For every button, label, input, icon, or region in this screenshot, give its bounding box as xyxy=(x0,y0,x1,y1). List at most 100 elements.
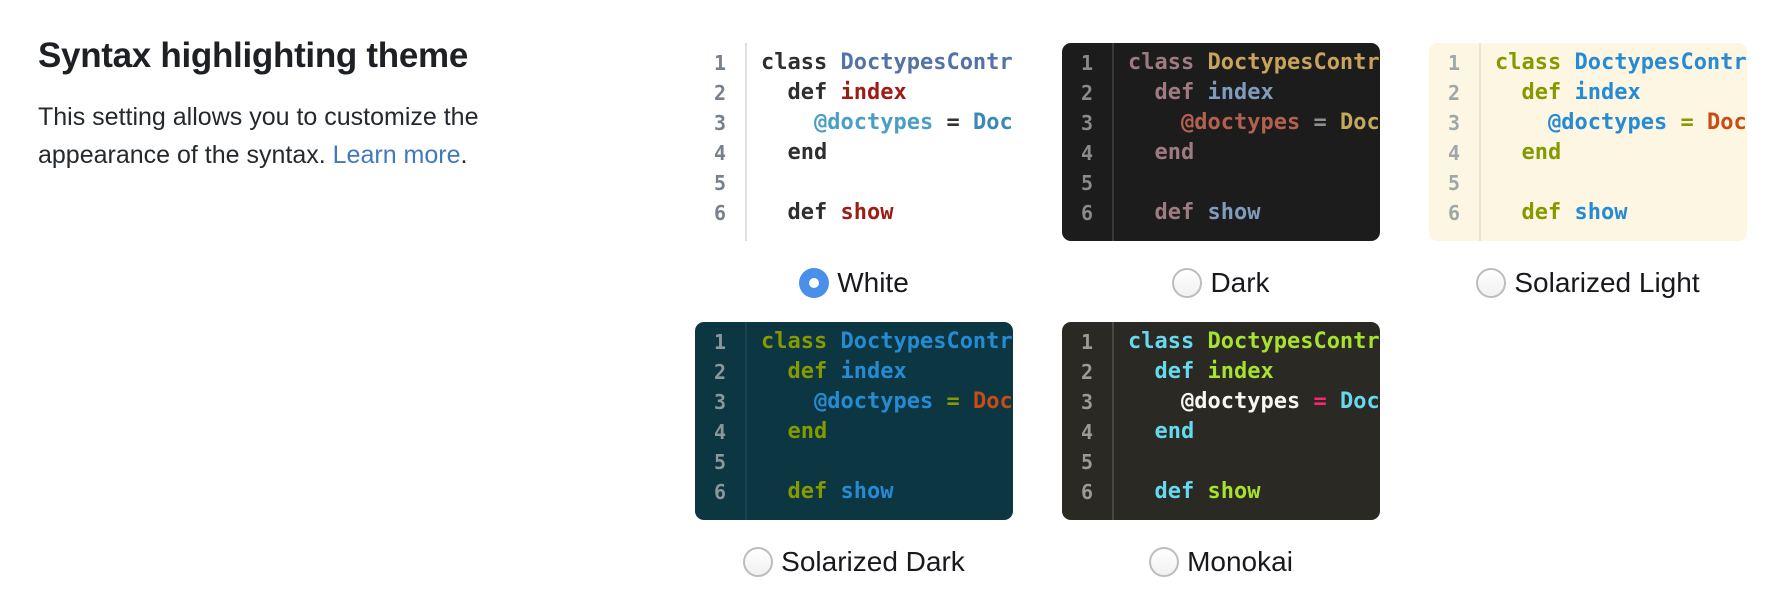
radio-white[interactable] xyxy=(799,268,830,298)
line-number: 4 xyxy=(1080,141,1094,165)
theme-option-monokai[interactable]: Monokai xyxy=(1149,546,1293,578)
code-line: class DoctypesController xyxy=(1128,48,1380,78)
token-classname: DoctypesController xyxy=(1207,329,1380,354)
radio-monokai[interactable] xyxy=(1149,547,1180,577)
token-plain xyxy=(1128,359,1155,384)
token-ivar: @doctypes xyxy=(813,389,934,414)
code-line: @doctypes = Doctype.all xyxy=(1128,108,1380,138)
code-line: @doctypes = Doctype.all xyxy=(1495,108,1747,138)
theme-option-solarized-light[interactable]: Solarized Light xyxy=(1476,267,1700,299)
token-classname: DoctypesController xyxy=(840,329,1013,354)
token-keyword: end xyxy=(1154,419,1195,444)
code-line xyxy=(1128,447,1380,477)
token-method: index xyxy=(840,359,907,384)
theme-option-dark[interactable]: Dark xyxy=(1172,267,1270,299)
code-line: @doctypes = Doctype.all xyxy=(761,108,1013,138)
code-line: class DoctypesController xyxy=(761,48,1013,78)
token-const: Doctype.all xyxy=(972,389,1013,414)
code-line xyxy=(1128,168,1380,198)
line-number: 3 xyxy=(1080,111,1094,135)
radio-solarized-dark[interactable] xyxy=(743,547,774,577)
line-number: 1 xyxy=(1080,330,1094,354)
token-plain xyxy=(1128,80,1155,105)
learn-more-link[interactable]: Learn more xyxy=(332,141,461,169)
token-keyword: class xyxy=(761,50,841,75)
token-plain xyxy=(1300,110,1313,135)
code-line: class DoctypesController xyxy=(761,327,1013,357)
token-plain xyxy=(1128,389,1181,414)
theme-option-solarized-dark[interactable]: Solarized Dark xyxy=(743,546,965,578)
line-number: 2 xyxy=(713,360,727,384)
token-method: show xyxy=(1574,200,1628,225)
token-classname: DoctypesController xyxy=(1574,50,1747,75)
code-line: def index xyxy=(1128,78,1380,108)
token-const: Doctype.all xyxy=(972,110,1013,135)
token-keyword: def xyxy=(1154,359,1208,384)
token-plain xyxy=(761,359,788,384)
token-plain xyxy=(1128,419,1155,444)
token-plain xyxy=(761,200,788,225)
token-keyword: def xyxy=(787,200,841,225)
token-keyword: class xyxy=(761,329,841,354)
token-plain xyxy=(761,110,814,135)
token-method: index xyxy=(1207,80,1274,105)
token-keyword: def xyxy=(1154,80,1208,105)
token-keyword: def xyxy=(1521,200,1575,225)
radio-solarized-light[interactable] xyxy=(1476,268,1507,298)
code-line: def show xyxy=(1495,198,1747,228)
code-line: end xyxy=(1128,138,1380,168)
code-line xyxy=(761,447,1013,477)
token-ivar: @doctypes xyxy=(1180,110,1301,135)
token-const: Doctype.all xyxy=(1339,389,1380,414)
token-plain xyxy=(761,80,788,105)
token-keyword: end xyxy=(787,419,828,444)
code-line: def index xyxy=(1128,357,1380,387)
code-line: def show xyxy=(1128,198,1380,228)
token-keyword: end xyxy=(1154,140,1195,165)
code-line xyxy=(761,168,1013,198)
theme-option-white[interactable]: White xyxy=(799,267,909,299)
code-line: @doctypes = Doctype.all xyxy=(761,387,1013,417)
line-number: 6 xyxy=(713,480,727,504)
line-number: 2 xyxy=(713,81,727,105)
code-line: def show xyxy=(1128,477,1380,507)
line-number: 3 xyxy=(713,111,727,135)
token-method: index xyxy=(1207,359,1274,384)
token-op: = xyxy=(946,110,960,135)
token-method: show xyxy=(840,200,894,225)
line-number: 4 xyxy=(713,141,727,165)
radio-dark[interactable] xyxy=(1172,268,1203,298)
code-line: end xyxy=(1495,138,1747,168)
line-number: 2 xyxy=(1080,81,1094,105)
token-op: = xyxy=(946,389,960,414)
settings-section: Syntax highlighting theme This setting a… xyxy=(38,36,538,174)
code-line: end xyxy=(761,138,1013,168)
line-number: 3 xyxy=(1447,111,1461,135)
line-number: 4 xyxy=(1447,141,1461,165)
line-number: 4 xyxy=(713,420,727,444)
code-line: end xyxy=(1128,417,1380,447)
token-keyword: def xyxy=(1154,479,1208,504)
token-plain xyxy=(1327,389,1340,414)
theme-label-dark: Dark xyxy=(1210,267,1270,298)
code-area: class DoctypesController def index @doct… xyxy=(1114,322,1380,520)
section-description: This setting allows you to customize the… xyxy=(38,98,538,174)
token-plain xyxy=(1495,140,1522,165)
token-keyword: def xyxy=(787,80,841,105)
line-number: 6 xyxy=(1080,201,1094,225)
line-number: 1 xyxy=(713,330,727,354)
token-plain xyxy=(1694,110,1707,135)
token-plain xyxy=(1667,110,1680,135)
